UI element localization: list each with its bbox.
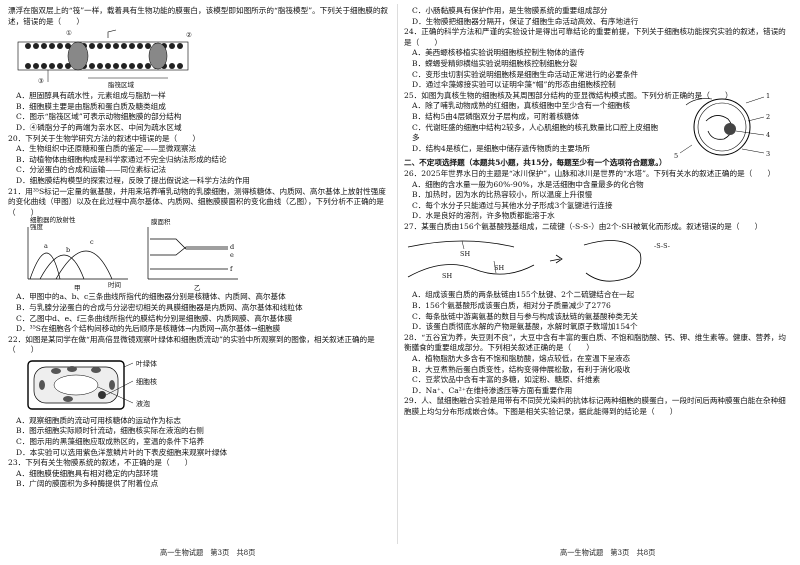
q20-option-b: B．动植物体由细胞构成是科学家通过不完全归纳法形成的结论: [16, 154, 227, 164]
page-divider: [397, 4, 398, 544]
q22-option-c: C．图示用的黑藻细胞应取成熟区的，室温的条件下培养: [16, 437, 205, 447]
q27-option-c: C．每条肽链中游离氨基的数目与参与构成该肽链的氨基酸种类无关: [412, 311, 639, 321]
question-21-stem: 21．用³⁵S标记一定量的氨基酸，并用来培养哺乳动物的乳腺细胞，测得核糖体、内质…: [8, 186, 386, 217]
curve-e-label: e: [230, 251, 234, 260]
disulfide-label: -S-S-: [654, 242, 670, 251]
q22-option-a: A．观察细胞质的流动可用核糖体的运动作为标志: [16, 415, 181, 425]
q28-option-c: C．豆浆饮品中含有丰富的多糖，如淀粉、糖原、纤维素: [412, 375, 601, 385]
question-27-stem: 27．某蛋白质由156个氨基酸残基组成，二硫键（-S-S-）由2个-SH被氧化而…: [404, 221, 763, 231]
q23-option-d: D．生物膜把细胞器分隔开，保证了细胞生命活动高效、有序地进行: [412, 16, 639, 26]
q26-option-c: C．每个水分子只能通过与其他水分子形成3个氢键进行连接: [412, 200, 613, 210]
q27-option-b: B．156个氨基酸形成该蛋白质，相对分子质量减少了2776: [412, 301, 611, 311]
radioactivity-curves: [27, 227, 238, 280]
chart-a-ylabel: 细胞器的放射性强度: [30, 216, 76, 232]
q24-option-d: D．通过伞藻嫁接实验可以证明伞藻“帽”的形态由细胞核控制: [412, 80, 616, 90]
q21-option-c: C．乙图中d、e、f三条曲线所指代的膜结构分别是细胞膜、内质网膜、高尔基体膜: [16, 313, 293, 323]
curve-a-label: a: [44, 242, 48, 251]
q20-option-a: A．生物组织中还原糖和蛋白质的鉴定——显微观察法: [16, 144, 197, 154]
chart-a-xlabel: 时间: [108, 281, 121, 290]
q25-option-c: C．代谢旺盛的细胞中结构2较多，人心肌细胞的核孔数量比口腔上皮细胞多: [412, 122, 659, 143]
chloroplast-label: 叶绿体: [136, 359, 157, 368]
radioactivity-figure: 细胞器的放射性强度 膜面积 a b c d e f 时间 甲 乙: [8, 216, 248, 293]
q19-option-b: B．细胞膜主要是由脂质和蛋白质及糖类组成: [16, 101, 166, 111]
q26-option-a: A．细胞的含水量一般为60%-90%，水是活细胞中含量最多的化合物: [412, 179, 644, 189]
question-24-stem: 24．正确的科学方法和严谨的实验设计是得出可靠结论的重要前提，下列关于细胞核功能…: [404, 27, 786, 47]
peptide-figure: SH SH SH -S-S-: [404, 233, 704, 289]
q24-option-c: C．变形虫切割实验说明细胞核是细胞生命活动正常进行的必要条件: [412, 69, 639, 79]
right-page-footer: 高一生物试题 第3页 共8页: [560, 548, 656, 557]
left-column: 漂浮在脂双层上的“筏”一样，载着具有生物功能的膜蛋白，该模型即如图所示的“脂筏模…: [8, 6, 392, 490]
question-20-stem: 20．下列关于生物学研究方法的叙述中错误的是（ ）: [8, 133, 200, 143]
q28-option-b: B．大豆煮熟后蛋白质变性，结构变得伸展松散，有利于消化吸收: [412, 364, 631, 374]
question-26-stem: 26．2025年世界水日的主题是“冰川保护”，山脉和冰川是世界的“水塔”。下列有…: [404, 168, 776, 178]
q21-option-a: A．甲图中的a、b、c三条曲线所指代的细胞器分别是核糖体、内质网、高尔基体: [16, 292, 286, 302]
q19-option-d: D．④磷脂分子的两端为亲水区、中间为疏水区域: [16, 122, 182, 132]
q24-option-b: B．蝾螈受精卵横缢实验说明细胞核控制细胞分裂: [412, 58, 578, 68]
nucleus-diagram: [679, 97, 765, 156]
chloroplast-figure: 叶绿体 细胞核 液泡: [8, 357, 208, 415]
curve-c-label: c: [90, 238, 94, 247]
q25-block: A．除了哺乳动物成熟的红细胞，真核细胞中至少含有一个细胞核 B．结构5由4层磷脂…: [404, 92, 788, 160]
q27-option-d: D．该蛋白质彻底水解的产物是氨基酸，水解时氧原子数增加154个: [412, 322, 638, 332]
sh-group-3: SH: [442, 272, 453, 281]
sh-group-1: SH: [460, 250, 471, 259]
structure-4-label: 4: [766, 131, 771, 140]
q28-option-d: D．Na⁺、Ca²⁺在维持渗透压等方面有重要作用: [412, 385, 573, 395]
figure-label-2: ②: [186, 31, 192, 40]
right-column: C．小肠黏膜具有保护作用，是生物膜系统的重要组成部分 D．生物膜把细胞器分隔开，…: [404, 6, 788, 418]
q20-option-c: C．分泌蛋白的合成和运输——同位素标记法: [16, 165, 167, 175]
curve-d-label: d: [230, 243, 235, 252]
q23-option-c: C．小肠黏膜具有保护作用，是生物膜系统的重要组成部分: [412, 6, 608, 15]
chart-a-name: 甲: [74, 284, 81, 293]
q25-option-a: A．除了哺乳动物成熟的红细胞，真核细胞中至少含有一个细胞核: [412, 101, 631, 111]
question-22-stem: 22．如图是某同学在做“用高倍显微镜观察叶绿体和细胞质流动”的实验中所观察到的图…: [8, 334, 375, 355]
cell-diagram: [27, 360, 134, 410]
structure-3-label: 3: [766, 150, 771, 159]
question-19-stem: 漂浮在脂双层上的“筏”一样，载着具有生物功能的膜蛋白，该模型即如图所示的“脂筏模…: [8, 6, 389, 26]
curve-b-label: b: [66, 246, 71, 255]
q22-option-b: B．图示细胞实际顺时针流动，细胞核实际在液泡的右侧: [16, 426, 204, 436]
q25-option-d: D．结构4是核仁，是细胞中储存遗传物质的主要场所: [412, 143, 590, 153]
q24-option-a: A．美西螈核移植实验说明细胞核控制生物体的遗传: [412, 48, 585, 58]
q22-option-d: D．本实验可以选用紫色洋葱鳞片叶的下表皮细胞来观察叶绿体: [16, 447, 228, 457]
structure-1-label: 1: [766, 92, 771, 101]
q19-option-c: C．图示“脂筏区域”可表示动物细胞膜的部分结构: [16, 112, 182, 122]
peptide-chain-diagram: [407, 240, 642, 282]
q25-option-b: B．结构5由4层磷脂双分子层构成，可附着核糖体: [412, 111, 580, 121]
q23-option-b: B．广阔的膜面积为多种酶提供了附着位点: [16, 479, 159, 489]
q26-option-b: B．加热时，因为水的比热容较小，所以温度上升很慢: [412, 190, 593, 200]
structure-5-label: 5: [674, 152, 679, 161]
curve-f-label: f: [230, 265, 233, 274]
lipid-raft-diagram: [17, 29, 189, 83]
q21-option-d: D．³⁵S在细胞各个结构间移动的先后顺序是核糖体→内质网→高尔基体→细胞膜: [16, 324, 281, 334]
figure-region-label: 脂筏区域: [108, 81, 134, 90]
q19-option-a: A．胆固醇具有疏水性，元素组成与脂肪一样: [16, 91, 166, 101]
question-25-stem: 25．如图为真核生物的细胞核及其周围部分结构的亚显微结构模式图。下列分析正确的是…: [404, 90, 733, 100]
question-29-stem: 29．人、鼠细胞融合实验是用带有不同荧光染料的抗体标记两种细胞的膜蛋白，一段时间…: [404, 396, 786, 416]
figure-label-1: ①: [66, 29, 72, 38]
nucleus-label: 细胞核: [136, 377, 157, 386]
question-23-stem: 23．下列有关生物膜系统的叙述，不正确的是（ ）: [8, 458, 193, 468]
q27-option-a: A．组成该蛋白质的两条肽链由155个肽键、2个二硫键结合在一起: [412, 290, 635, 300]
q21-option-b: B．与乳腺分泌蛋白的合成与分泌密切相关的具膜细胞器是内质网、高尔基体和线粒体: [16, 302, 303, 312]
q26-option-d: D．水是良好的溶剂，许多物质都能溶于水: [412, 211, 555, 221]
sh-group-2: SH: [494, 264, 505, 273]
membrane-figure: ① ② ③ 脂筏区域: [8, 28, 228, 90]
structure-2-label: 2: [766, 113, 771, 122]
figure-label-3: ③: [38, 77, 44, 86]
q28-option-a: A．植物脂肪大多含有不饱和脂肪酸，熔点较低，在室温下呈液态: [412, 354, 631, 364]
q20-option-d: D．细胞膜结构模型的探索过程，反映了提出假说这一科学方法的作用: [16, 175, 250, 185]
nucleus-figure: 1 2 4 3 5: [672, 91, 782, 161]
vacuole-label: 液泡: [136, 399, 150, 408]
chart-b-name: 乙: [194, 284, 201, 293]
q25-options: A．除了哺乳动物成熟的红细胞，真核细胞中至少含有一个细胞核 B．结构5由4层磷脂…: [404, 101, 664, 154]
left-page-footer: 高一生物试题 第3页 共8页: [160, 548, 256, 557]
question-28-stem: 28．“五谷宜为养，失豆则不良”，大豆中含有丰富的蛋白质、不饱和脂肪酸、钙、钾、…: [404, 332, 786, 353]
section-heading: 二、不定项选择题（本题共5小题，共15分，每题至少有一个选项符合题意。）: [404, 158, 667, 168]
q23-option-a: A．细胞膜使细胞具有相对稳定的内部环境: [16, 468, 159, 478]
chart-b-ylabel: 膜面积: [151, 218, 171, 227]
